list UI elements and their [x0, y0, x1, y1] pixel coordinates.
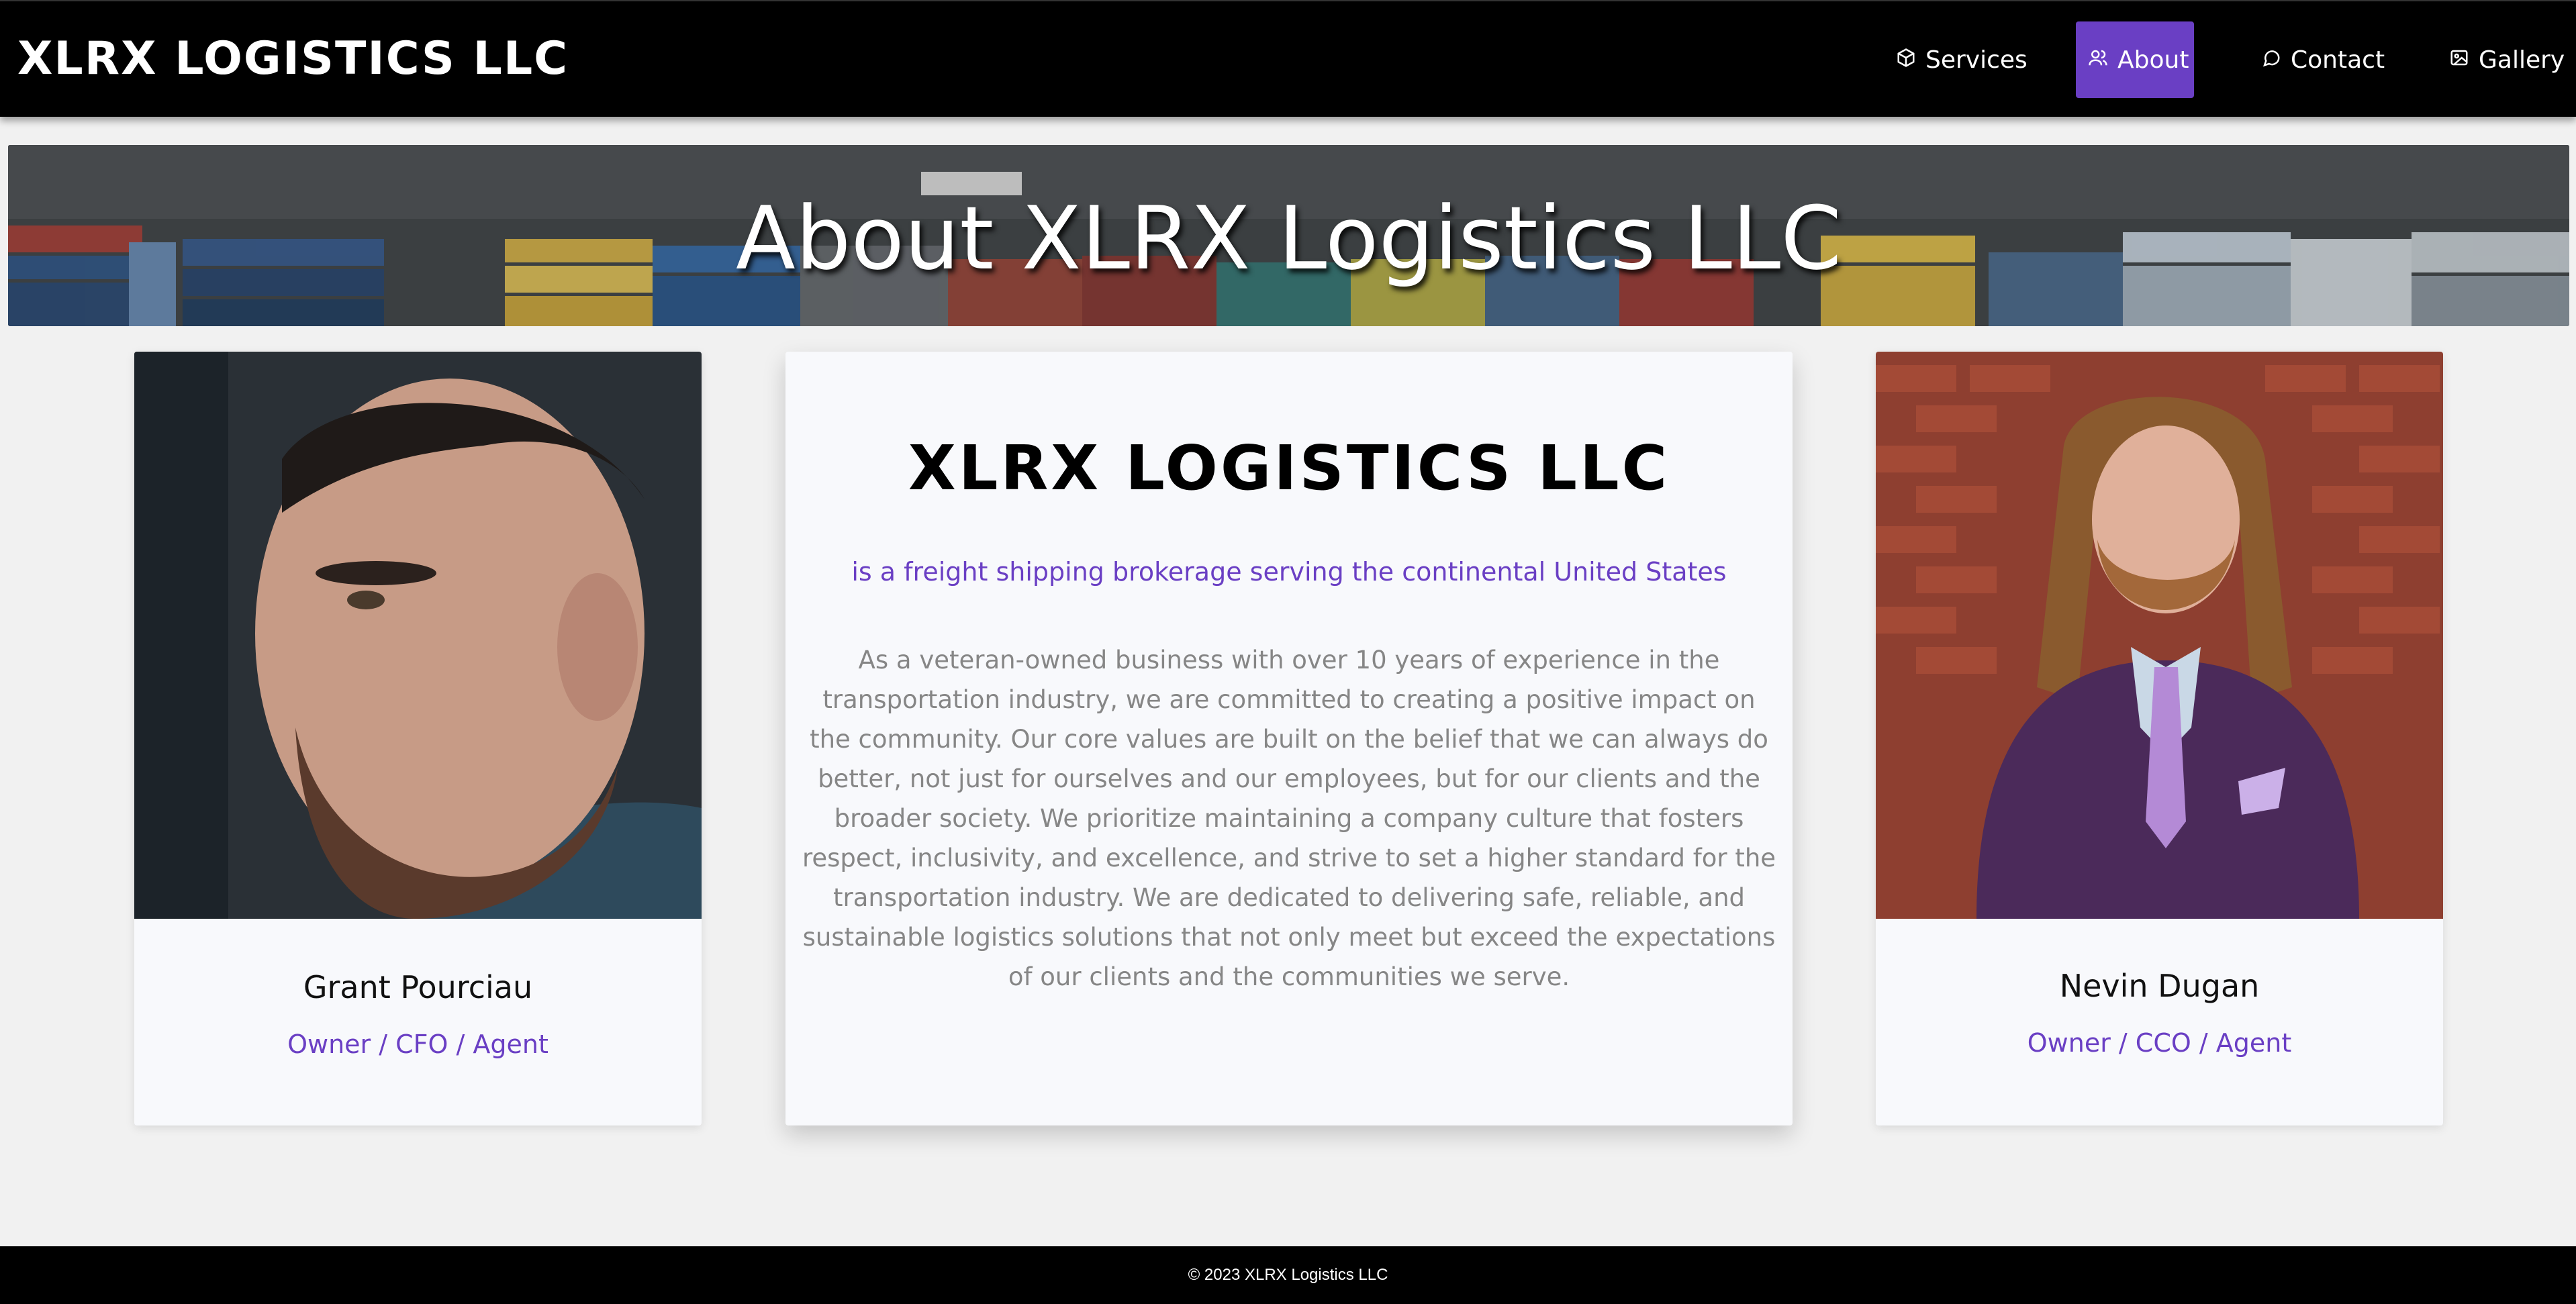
box-icon [1896, 46, 1916, 74]
nevin-dugan-photo [1876, 352, 2443, 919]
person-role: Owner / CCO / Agent [2027, 1028, 2292, 1058]
nav-services[interactable]: Services [1884, 21, 2040, 98]
nav-gallery-label: Gallery [2479, 46, 2565, 74]
brand-logo[interactable]: XLRX LOGISTICS LLC [17, 32, 569, 85]
about-card: XLRX LOGISTICS LLC is a freight shipping… [785, 352, 1793, 1125]
team-card-grant: Grant Pourciau Owner / CFO / Agent [134, 352, 702, 1125]
users-icon [2088, 46, 2108, 74]
nav-contact-label: Contact [2291, 46, 2385, 74]
hero-banner: About XLRX Logistics LLC [8, 145, 2569, 326]
nav-about-label: About [2117, 46, 2189, 74]
company-tagline: is a freight shipping brokerage serving … [851, 557, 1727, 587]
company-logo: XLRX LOGISTICS LLC [908, 432, 1670, 504]
footer: © 2023 XLRX Logistics LLC [0, 1246, 2576, 1304]
grant-pourciau-photo [134, 352, 702, 919]
nav-gallery[interactable]: Gallery [2437, 21, 2576, 98]
person-role: Owner / CFO / Agent [287, 1030, 548, 1059]
navbar: XLRX LOGISTICS LLC Services About Contac… [0, 0, 2576, 117]
chat-icon [2261, 46, 2281, 74]
image-icon [2449, 46, 2469, 74]
nav-services-label: Services [1925, 46, 2028, 74]
shipping-containers-image [8, 145, 2569, 326]
about-description: As a veteran-owned business with over 10… [802, 646, 1776, 991]
nav-contact[interactable]: Contact [2249, 21, 2397, 98]
nav-about[interactable]: About [2076, 21, 2194, 98]
person-name: Grant Pourciau [303, 969, 533, 1005]
person-name: Nevin Dugan [2059, 968, 2260, 1004]
team-card-nevin: Nevin Dugan Owner / CCO / Agent [1876, 352, 2443, 1125]
copyright-text: © 2023 XLRX Logistics LLC [1188, 1266, 1388, 1284]
banner-title: About XLRX Logistics LLC [735, 187, 1842, 289]
